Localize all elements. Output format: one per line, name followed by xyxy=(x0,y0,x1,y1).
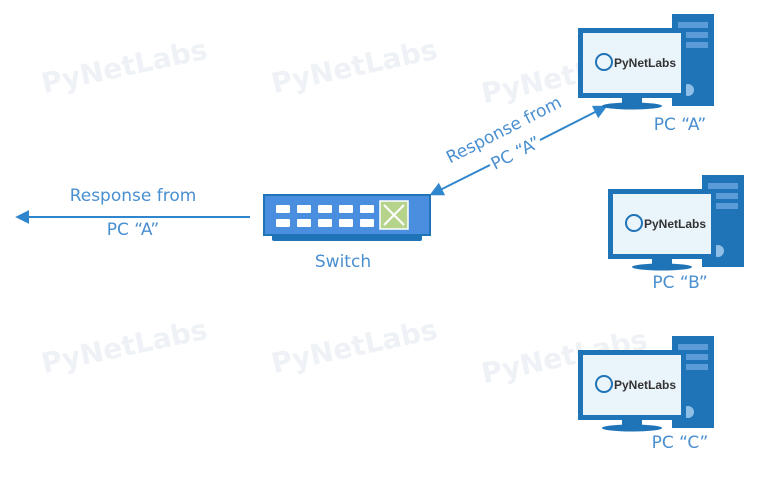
pc-a[interactable]: PyNetLabs xyxy=(576,12,716,112)
pc-b[interactable]: PyNetLabs xyxy=(606,173,746,273)
svg-text:PyNetLabs: PyNetLabs xyxy=(644,217,706,231)
computer-icon: PyNetLabs xyxy=(578,336,714,432)
pc-b-label: PC “B” xyxy=(652,273,708,293)
arrow-diagonal-to-pc-a xyxy=(539,105,608,141)
left-flow-label-line1: Response from xyxy=(69,186,197,206)
pc-a-label: PC “A” xyxy=(653,115,707,135)
computer-icon: PyNetLabs xyxy=(608,175,744,271)
computer-icon: PyNetLabs xyxy=(578,14,714,110)
svg-text:PyNetLabs: PyNetLabs xyxy=(614,378,676,392)
pc-c[interactable]: PyNetLabs xyxy=(576,334,716,434)
switch-label: Switch xyxy=(314,252,372,272)
svg-text:PyNetLabs: PyNetLabs xyxy=(614,56,676,70)
pc-c-label: PC “C” xyxy=(651,433,709,453)
network-switch-icon xyxy=(263,194,431,241)
left-flow-label-line2: PC “A” xyxy=(106,220,160,240)
switch[interactable] xyxy=(262,193,432,243)
arrow-diagonal-to-switch xyxy=(429,164,491,196)
